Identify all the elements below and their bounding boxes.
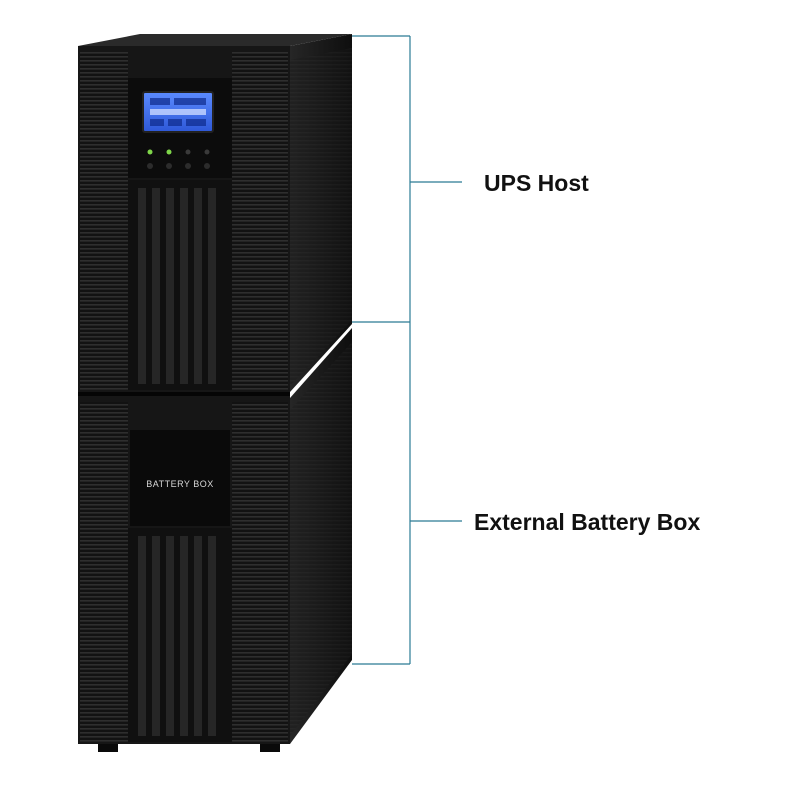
battery-bracket xyxy=(352,322,462,665)
battery-left-vents xyxy=(80,402,128,742)
status-led xyxy=(185,149,191,155)
cabinet-foot xyxy=(98,744,118,752)
battery-box-cabinet: BATTERY BOX xyxy=(78,328,352,752)
status-led xyxy=(166,149,172,155)
cabinet-foot xyxy=(260,744,280,752)
host-top-surface xyxy=(78,34,352,46)
ups-host-label: UPS Host xyxy=(484,170,589,196)
function-button[interactable] xyxy=(166,163,172,169)
function-button[interactable] xyxy=(204,163,210,169)
function-button[interactable] xyxy=(185,163,191,169)
battery-right-vents xyxy=(232,402,288,742)
host-left-vents xyxy=(80,52,128,390)
battery-front-grille xyxy=(128,528,232,742)
host-right-vents xyxy=(232,52,288,390)
lcd-display xyxy=(142,91,214,133)
host-front-grille xyxy=(128,180,232,390)
cabinet-seam xyxy=(78,392,290,396)
battery-nameplate xyxy=(130,430,230,526)
status-led xyxy=(147,149,153,155)
status-led xyxy=(204,149,210,155)
control-button-row xyxy=(147,163,210,169)
host-bracket xyxy=(352,35,462,323)
status-led-row xyxy=(147,149,210,155)
external-battery-box-label: External Battery Box xyxy=(474,509,701,535)
battery-box-brand-text: BATTERY BOX xyxy=(146,479,214,489)
ups-host-cabinet xyxy=(78,34,352,392)
power-button[interactable] xyxy=(147,163,153,169)
